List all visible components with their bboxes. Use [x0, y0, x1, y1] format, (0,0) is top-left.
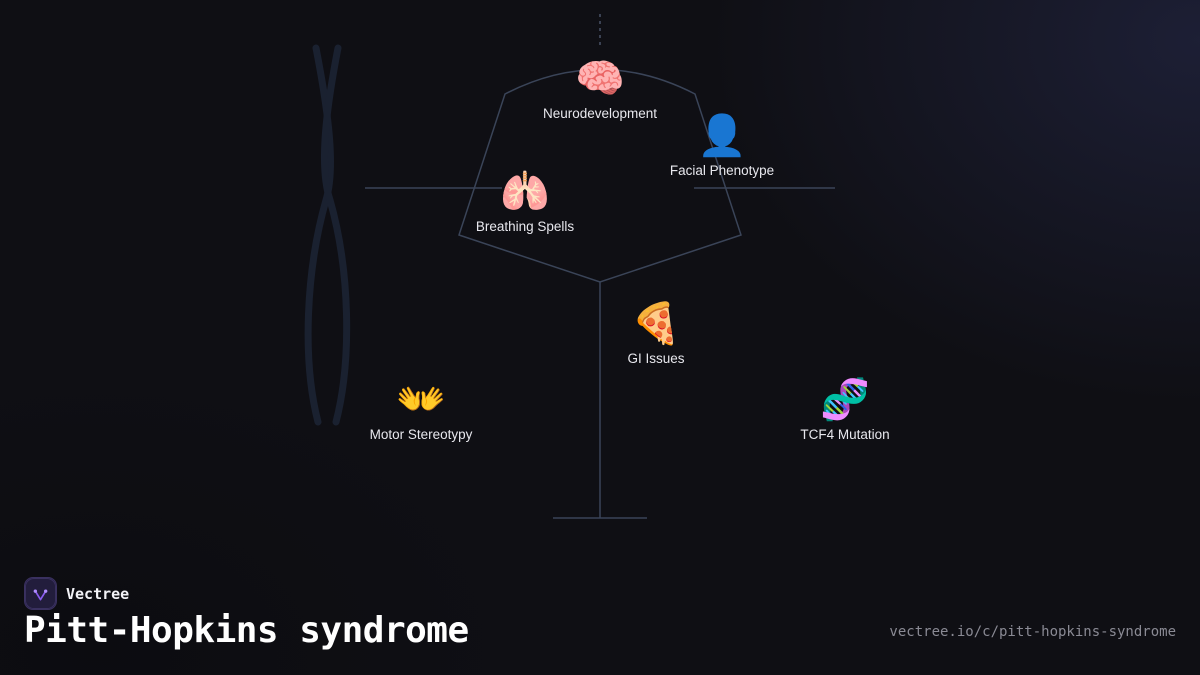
node-label: Breathing Spells: [475, 219, 575, 234]
node-facial-phenotype[interactable]: 👤 Facial Phenotype: [670, 113, 774, 178]
person-silhouette-icon: 👤: [697, 114, 747, 158]
brand[interactable]: Vectree: [24, 577, 129, 610]
node-neurodevelopment[interactable]: 🧠 Neurodevelopment: [543, 56, 657, 121]
page-title: Pitt-Hopkins syndrome: [24, 610, 469, 651]
node-motor-stereotypy[interactable]: 👐 Motor Stereotypy: [370, 377, 473, 442]
dna-strand-right: [320, 44, 351, 426]
node-label: Neurodevelopment: [542, 106, 658, 121]
node-label: Facial Phenotype: [669, 163, 775, 178]
node-breathing-spells[interactable]: 🫁 Breathing Spells: [476, 169, 574, 234]
page-url[interactable]: vectree.io/c/pitt-hopkins-syndrome: [889, 624, 1176, 640]
brand-name: Vectree: [66, 584, 130, 603]
node-label: TCF4 Mutation: [800, 427, 890, 442]
vectree-logo-icon: [24, 577, 57, 610]
brain-icon: 🧠: [575, 57, 625, 101]
dna-icon: 🧬: [820, 378, 870, 422]
lungs-icon: 🫁: [500, 170, 550, 214]
node-gi-issues[interactable]: 🍕 GI Issues: [627, 301, 684, 366]
goblet-outline: [458, 68, 742, 283]
node-label: GI Issues: [627, 351, 685, 366]
pizza-icon: 🍕: [631, 302, 681, 346]
node-label: Motor Stereotypy: [369, 427, 473, 442]
node-tcf4-mutation[interactable]: 🧬 TCF4 Mutation: [800, 377, 889, 442]
open-hands-icon: 👐: [396, 378, 446, 422]
